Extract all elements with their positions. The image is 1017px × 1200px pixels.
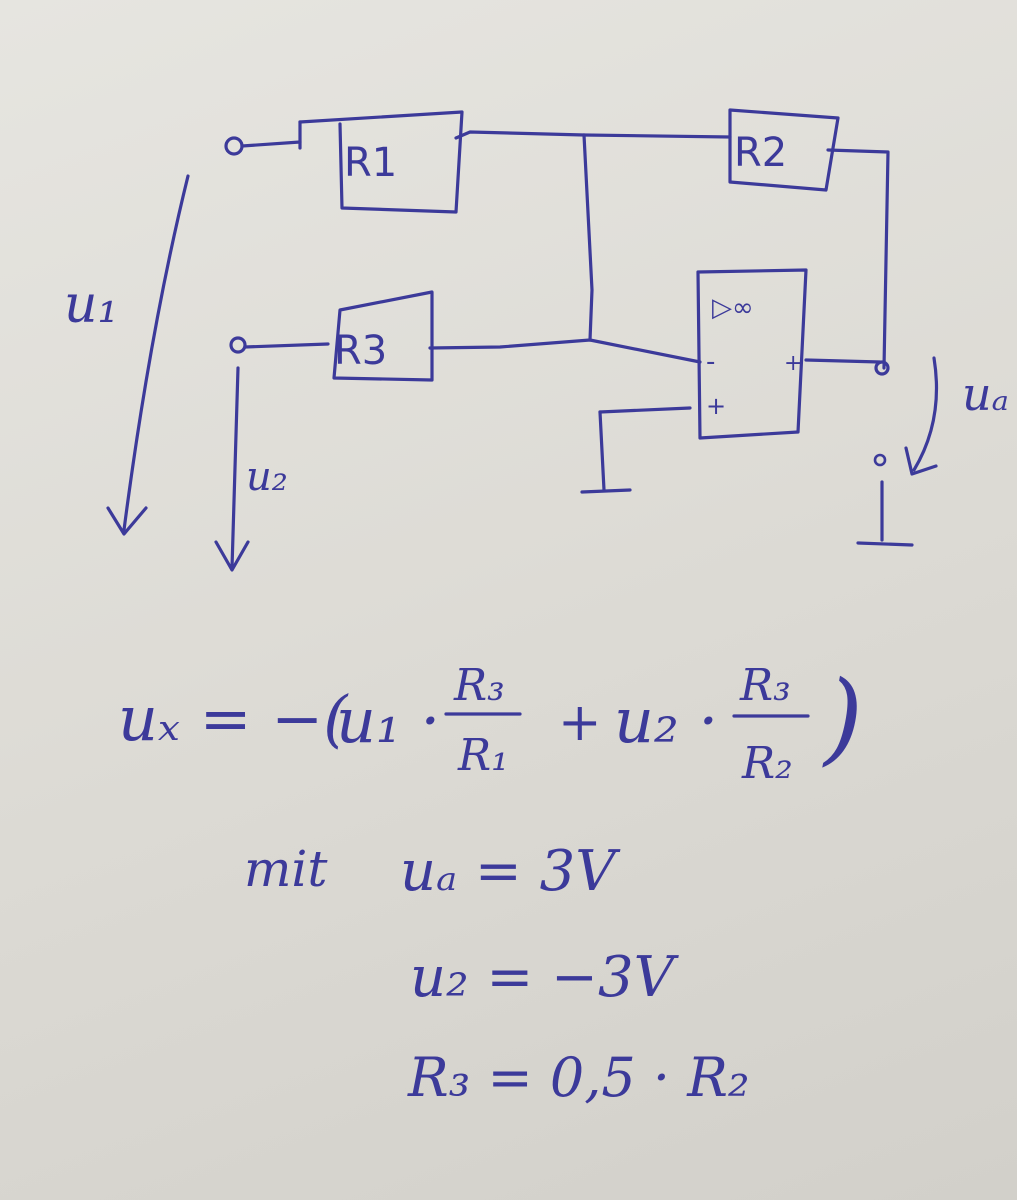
ground-symbol-right <box>856 541 914 547</box>
wire-r3-minus <box>428 338 702 364</box>
formula-lhs: uₓ = −( <box>118 682 349 755</box>
formula-frac1-denominator: R₁ <box>457 730 509 781</box>
input-terminal-2 <box>229 336 247 354</box>
circuit-wires <box>224 130 914 547</box>
voltage-u2: u₂ <box>214 366 288 572</box>
condition-r3: R₃ = 0,5 · R₂ <box>407 1046 750 1109</box>
opamp-minus-label: - <box>706 347 715 377</box>
formula-frac1-numerator: R₃ <box>453 660 505 711</box>
formula-plus: + <box>558 693 602 753</box>
opamp: ▷∞ - + + <box>696 268 808 440</box>
output-terminal <box>874 360 890 376</box>
formula-term1-factor: u₁ · <box>336 684 440 757</box>
condition-mit: mit <box>244 840 328 898</box>
voltage-u1: u₁ <box>64 174 190 536</box>
ua-arrowhead <box>904 446 938 476</box>
formula-frac2-denominator: R₂ <box>741 738 793 789</box>
output-ground-terminal <box>873 453 887 467</box>
wire-r2-output <box>826 148 890 370</box>
opamp-plus-label: + <box>706 392 726 420</box>
u1-arrow <box>122 174 190 532</box>
resistor-r2: R2 <box>728 108 840 192</box>
input-terminal-1 <box>224 136 244 156</box>
condition-u2: u₂ = −3V <box>410 945 680 1010</box>
wire-r1-junction <box>454 130 586 140</box>
ua-label: uₐ <box>962 367 1009 421</box>
formula-frac2-numerator: R₃ <box>739 660 791 711</box>
u2-label: u₂ <box>246 454 288 500</box>
u1-label: u₁ <box>64 275 118 335</box>
r2-label: R2 <box>734 130 787 176</box>
u1-arrowhead <box>106 506 148 536</box>
resistor-r1: R1 <box>298 110 464 214</box>
opamp-output-label: + <box>784 351 802 376</box>
wire-plus-ground <box>598 406 692 414</box>
opamp-label: ▷∞ <box>712 293 754 323</box>
wire-plus-ground-vertical <box>598 410 606 492</box>
ground-symbol-left <box>580 488 632 494</box>
voltage-ua: uₐ <box>904 356 1009 476</box>
r1-label: R1 <box>344 140 397 186</box>
wire-in2-r3 <box>243 342 330 349</box>
condition-ua: uₐ = 3V <box>400 839 621 904</box>
formula-term2-factor: u₂ · <box>614 684 718 757</box>
formula: uₓ = −( u₁ · R₃ R₁ + u₂ · R₃ R₂ ) <box>118 659 863 789</box>
resistor-r3: R3 <box>332 290 434 382</box>
u2-arrowhead <box>214 540 250 572</box>
u2-arrow <box>230 366 240 570</box>
r3-label: R3 <box>334 328 387 374</box>
formula-close-paren: ) <box>822 659 863 776</box>
conditions: mit uₐ = 3V u₂ = −3V R₃ = 0,5 · R₂ <box>244 839 750 1109</box>
ua-arrow <box>912 356 939 472</box>
wire-opamp-output <box>804 358 882 364</box>
wire-junction-r2 <box>582 133 732 139</box>
wire-junction-vertical <box>582 133 594 342</box>
wire-in1-r1 <box>240 140 302 148</box>
